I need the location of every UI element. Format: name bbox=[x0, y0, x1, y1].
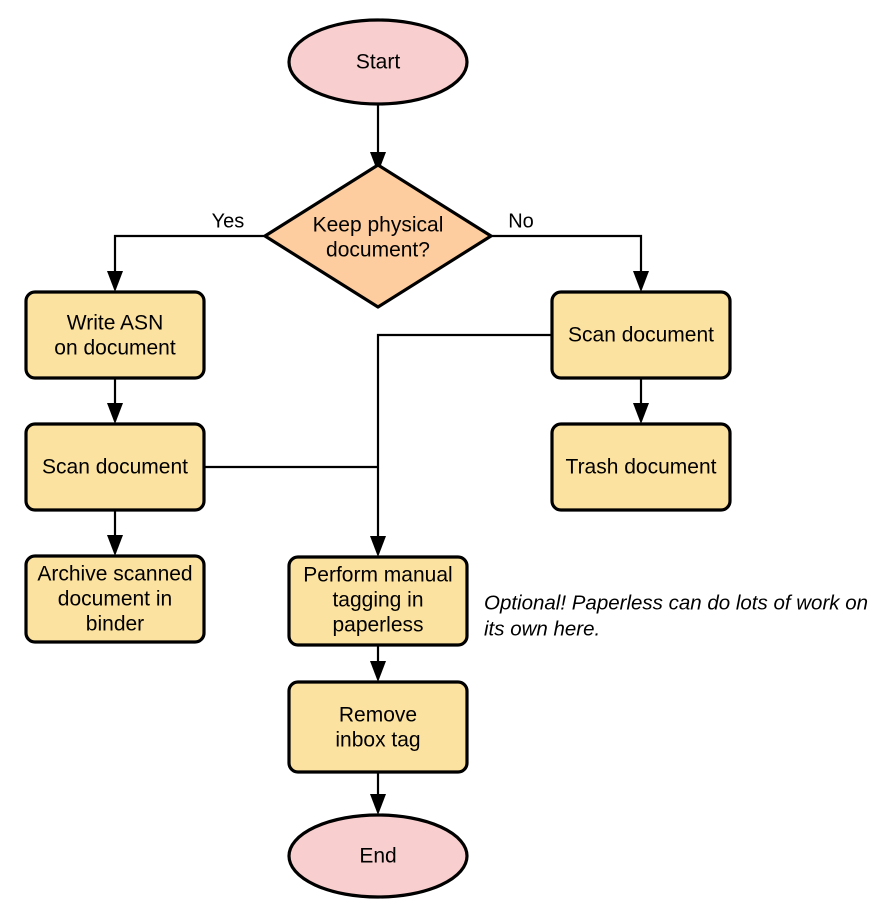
node-decision-keep-physical-document[interactable]: Keep physical document? bbox=[263, 163, 493, 309]
edge-remove-inbox-to-end bbox=[370, 772, 386, 815]
edge-decision-to-scan-right bbox=[491, 234, 649, 292]
node-tagging-label-line1: Perform manual bbox=[303, 564, 452, 587]
edge-scan-right-to-trash bbox=[633, 378, 649, 424]
node-scan-document-left-label: Scan document bbox=[42, 456, 188, 479]
edge-decision-to-write-asn bbox=[107, 234, 265, 292]
node-end-label: End bbox=[359, 845, 396, 868]
annotation-optional-note: Optional! Paperless can do lots of work … bbox=[484, 591, 868, 640]
node-archive-label-line3: binder bbox=[86, 613, 144, 636]
edge-label-no: No bbox=[508, 210, 534, 232]
annotation-optional-note-line1: Optional! Paperless can do lots of work … bbox=[484, 591, 868, 614]
edge-write-asn-to-scan-left bbox=[107, 378, 123, 424]
node-write-asn-label-line1: Write ASN bbox=[67, 312, 163, 335]
node-write-asn[interactable]: Write ASN on document bbox=[24, 290, 206, 380]
edge-scan-right-to-tagging bbox=[370, 333, 552, 557]
node-end[interactable]: End bbox=[287, 813, 469, 899]
node-archive-scanned-document[interactable]: Archive scanned document in binder bbox=[24, 554, 206, 644]
edge-label-yes: Yes bbox=[212, 210, 245, 232]
node-perform-manual-tagging[interactable]: Perform manual tagging in paperless bbox=[287, 555, 469, 647]
node-scan-document-right-label: Scan document bbox=[568, 324, 714, 347]
node-trash-document[interactable]: Trash document bbox=[550, 422, 732, 512]
node-write-asn-label-line2: on document bbox=[54, 337, 176, 360]
node-decision-label-line1: Keep physical bbox=[313, 214, 444, 237]
edge-tagging-to-remove-inbox bbox=[370, 645, 386, 682]
node-remove-inbox-label-line2: inbox tag bbox=[335, 729, 420, 752]
node-tagging-label-line2: tagging in bbox=[332, 589, 423, 612]
node-archive-label-line2: document in bbox=[58, 588, 172, 611]
node-remove-inbox-label-line1: Remove bbox=[339, 704, 417, 727]
node-trash-document-label: Trash document bbox=[566, 456, 717, 479]
node-start[interactable]: Start bbox=[287, 18, 469, 106]
annotation-optional-note-line2: its own here. bbox=[484, 617, 600, 640]
node-start-label: Start bbox=[356, 51, 401, 74]
node-archive-label-line1: Archive scanned bbox=[37, 563, 192, 586]
node-scan-document-left[interactable]: Scan document bbox=[24, 422, 206, 512]
edge-start-to-decision bbox=[370, 104, 386, 173]
node-tagging-label-line3: paperless bbox=[332, 614, 423, 637]
node-scan-document-right[interactable]: Scan document bbox=[550, 290, 732, 380]
node-remove-inbox-tag[interactable]: Remove inbox tag bbox=[287, 680, 469, 774]
edge-scan-left-to-archive bbox=[107, 510, 123, 556]
node-decision-label-line2: document? bbox=[326, 239, 430, 262]
